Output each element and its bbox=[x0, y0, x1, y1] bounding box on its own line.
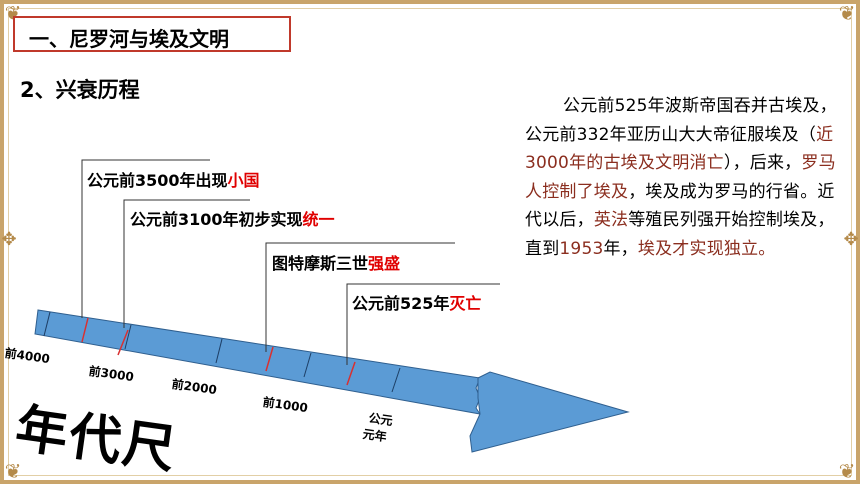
event-connector bbox=[81, 159, 210, 318]
highlight-text: 埃及才实现独立。 bbox=[637, 238, 776, 259]
paragraph-text: 年， bbox=[603, 238, 638, 259]
highlight-text: 近3000年的古埃及文明消亡 bbox=[525, 124, 834, 174]
timeline-divider bbox=[43, 311, 51, 337]
paragraph-text: ），后来， bbox=[723, 153, 802, 173]
tick-label: 元年 bbox=[361, 426, 388, 445]
highlight-text: 1953 bbox=[559, 238, 604, 259]
paragraph-text: ，埃及成为罗马的行省。近代以后， bbox=[525, 181, 835, 231]
section-title-box: 一、尼罗河与埃及文明 bbox=[13, 16, 291, 52]
timeline-divider bbox=[81, 317, 89, 343]
paragraph-text: 公元前525年波斯帝国吞并古埃及，公元前332年亚历山大大帝征服埃及（ bbox=[525, 96, 837, 145]
timeline-arrow-head bbox=[469, 371, 630, 453]
event-label: 公元前3100年初步实现统一 bbox=[130, 210, 335, 229]
event-connector bbox=[123, 199, 250, 328]
corner-ornament-icon: ❦ bbox=[838, 1, 856, 25]
timeline-divider bbox=[346, 361, 356, 386]
highlight-text: 罗马人控制了埃及 bbox=[525, 153, 836, 202]
timeline-divider bbox=[303, 352, 312, 378]
event-label: 公元前3500年出现小国 bbox=[87, 171, 260, 190]
side-ornament-icon: ✥ bbox=[1, 229, 17, 250]
history-paragraph: 公元前525年波斯帝国吞并古埃及，公元前332年亚历山大大帝征服埃及（近3000… bbox=[525, 92, 843, 263]
timeline-divider bbox=[124, 324, 132, 350]
timeline-divider bbox=[391, 367, 401, 393]
event-label: 图特摩斯三世强盛 bbox=[272, 254, 401, 273]
timeline-divider bbox=[117, 329, 129, 356]
timeline-divider bbox=[215, 338, 223, 364]
slide-frame-inner bbox=[8, 8, 852, 476]
event-label: 公元前525年灭亡 bbox=[352, 294, 482, 313]
paragraph-text: 等殖民列强开始控制埃及，直到 bbox=[525, 210, 835, 259]
corner-ornament-icon: ❦ bbox=[838, 459, 856, 483]
side-ornament-icon: ✥ bbox=[843, 229, 859, 250]
section-title: 一、尼罗河与埃及文明 bbox=[29, 27, 229, 51]
timeline-divider bbox=[265, 346, 274, 372]
highlight-text: 英法 bbox=[593, 210, 629, 230]
subsection-title: 2、兴衰历程 bbox=[20, 78, 140, 102]
event-connector bbox=[346, 283, 500, 365]
corner-ornament-icon: ❦ bbox=[4, 459, 22, 483]
event-connector bbox=[265, 242, 455, 352]
